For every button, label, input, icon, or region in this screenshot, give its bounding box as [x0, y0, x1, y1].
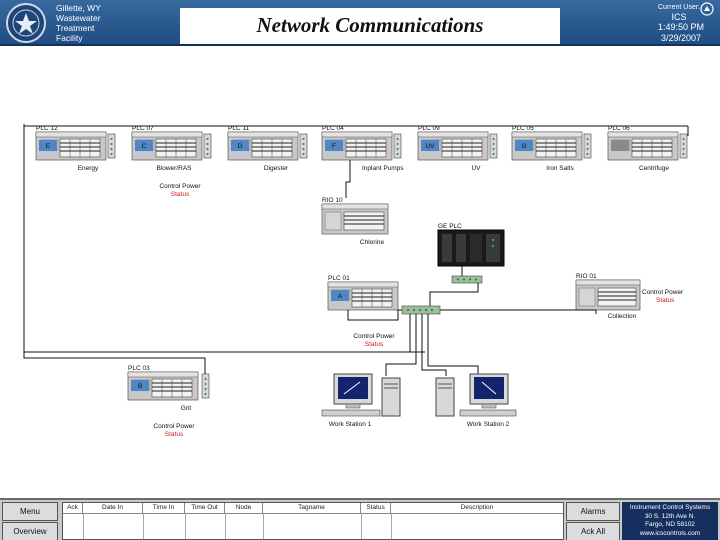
- workstation-label: Work Station 2: [467, 421, 510, 428]
- plc-letter-tag: UV: [425, 143, 435, 150]
- plc-caption: Centrifuge: [639, 165, 669, 172]
- plc-04[interactable]: F PLC 04 Inplant Pumps: [321, 125, 404, 172]
- plc-letter-tag: A: [338, 293, 343, 300]
- control-power-label: Control Power: [353, 333, 395, 340]
- plc-name-label: PLC 01: [328, 275, 350, 282]
- ge-plc-label: GE PLC: [438, 223, 462, 230]
- plc-letter-tag: G: [521, 143, 526, 150]
- current-user-name: ICS: [671, 12, 687, 22]
- header-bar: Gillette, WY Wastewater Treatment Facili…: [0, 0, 720, 46]
- plc-11[interactable]: D PLC 11 Digester: [227, 125, 308, 172]
- plc-caption: Energy: [78, 165, 99, 172]
- plc-name-label: PLC 05: [512, 125, 534, 132]
- status-label: Status: [656, 297, 675, 304]
- overview-button[interactable]: Overview: [2, 522, 58, 540]
- column-header[interactable]: Status: [361, 503, 391, 513]
- menu-button[interactable]: Menu: [2, 502, 58, 521]
- company-info: Instrument Control Systems 30 S. 12th Av…: [622, 502, 718, 540]
- company-line: Instrument Control Systems: [629, 504, 711, 511]
- current-user-label: Current User:: [657, 4, 700, 11]
- plc-09[interactable]: UV PLC 09 UV: [417, 125, 498, 172]
- plc-06[interactable]: PLC 06 Centrifuge: [607, 125, 688, 172]
- plc-caption: UV: [471, 165, 481, 172]
- column-header[interactable]: Tagname: [263, 503, 361, 513]
- plc-letter-tag: F: [332, 143, 336, 150]
- status-label: Status: [365, 341, 384, 348]
- alarm-rows[interactable]: [63, 513, 563, 539]
- rio-10[interactable]: RIO 10 Chlorine: [321, 197, 389, 246]
- company-line: www.icscontrols.com: [639, 529, 701, 537]
- plc-caption: Blower/RAS: [156, 165, 192, 172]
- rio01-link: [440, 309, 597, 314]
- clock-time: 1:49:50 PM: [657, 22, 705, 32]
- footer-bar: Menu Overview Ack Date In Time In Time O…: [0, 498, 720, 540]
- plc-name-label: PLC 07: [132, 125, 154, 132]
- column-header[interactable]: Ack: [63, 503, 83, 513]
- workstation-2[interactable]: Work Station 2: [435, 373, 517, 428]
- plc-letter-tag: C: [142, 143, 147, 150]
- alarms-button[interactable]: Alarms: [566, 502, 620, 521]
- facility-line: Treatment: [56, 23, 95, 33]
- rio-caption: Chlorine: [360, 239, 385, 246]
- facility-line: Facility: [56, 33, 83, 43]
- ack-all-button[interactable]: Ack All: [566, 522, 620, 540]
- plc-caption: Digester: [264, 165, 289, 172]
- plc-name-label: PLC 04: [322, 125, 344, 132]
- network-diagram: E PLC 12 Energy C PLC 07 Blower/RAS D PL…: [23, 124, 689, 438]
- plc-05[interactable]: G PLC 05 Iron Salts: [511, 125, 592, 172]
- plc-name-label: PLC 03: [128, 365, 150, 372]
- plc-01[interactable]: A PLC 01 Control Power Status: [327, 275, 399, 348]
- plc-name-label: PLC 11: [228, 125, 250, 132]
- workstation-1[interactable]: Work Station 1: [321, 373, 401, 428]
- status-label: Status: [171, 191, 190, 198]
- control-power-label: Control Power: [642, 289, 684, 296]
- facility-name: Gillette, WY Wastewater Treatment Facili…: [56, 3, 146, 43]
- rio-caption: Collection: [608, 313, 637, 320]
- company-logo-icon: [700, 2, 714, 16]
- plc-letter-tag: E: [46, 143, 51, 150]
- ge-plc[interactable]: GE PLC: [437, 223, 505, 267]
- column-header[interactable]: Time Out: [185, 503, 225, 513]
- plc-letter-tag: D: [238, 143, 243, 150]
- plc-03[interactable]: B PLC 03 Grit Control Power Status: [127, 365, 210, 438]
- plc-caption: Inplant Pumps: [362, 165, 404, 172]
- company-line: Fargo, ND 58102: [645, 521, 695, 528]
- rio-name-label: RIO 01: [576, 273, 597, 280]
- ethernet-switch: [401, 305, 441, 315]
- switch-drops: [23, 314, 479, 382]
- clock-date: 3/29/2007: [660, 33, 702, 43]
- plc-name-label: PLC 06: [608, 125, 630, 132]
- page-title: Network Communications: [180, 8, 560, 44]
- plc-07[interactable]: C PLC 07 Blower/RAS: [131, 125, 212, 172]
- facility-line: Gillette, WY: [56, 3, 101, 13]
- workstation-label: Work Station 1: [329, 421, 372, 428]
- column-header[interactable]: Node: [225, 503, 263, 513]
- network-ring: [23, 124, 689, 353]
- plc-12[interactable]: E PLC 12 Energy: [35, 125, 116, 172]
- status-label: Status: [165, 431, 184, 438]
- plc-name-label: PLC 09: [418, 125, 440, 132]
- column-header[interactable]: Time In: [143, 503, 185, 513]
- rio-01[interactable]: RIO 01 Control Power Status Collection: [575, 273, 684, 320]
- plc-caption: Grit: [181, 405, 192, 412]
- control-power-label: Control Power: [153, 423, 195, 430]
- rio10-link: [345, 160, 351, 198]
- rio-name-label: RIO 10: [322, 197, 343, 204]
- column-header[interactable]: Description: [460, 504, 494, 511]
- city-seal-icon: [6, 3, 46, 43]
- clock: 1:49:50 PM 3/29/2007: [646, 22, 716, 44]
- plc01-link: [347, 309, 402, 321]
- ge-to-switch-link: [429, 283, 479, 306]
- plc-letter-tag: B: [138, 383, 142, 390]
- column-header[interactable]: Date In: [83, 503, 143, 513]
- facility-line: Wastewater: [56, 13, 101, 23]
- control-power-label: Control Power: [159, 183, 201, 190]
- current-user: Current User: ICS: [642, 3, 716, 22]
- company-line: 30 S. 12th Ave N.: [644, 512, 696, 520]
- plc-name-label: PLC 12: [36, 125, 58, 132]
- alarm-table[interactable]: Ack Date In Time In Time Out Node Tagnam…: [62, 502, 564, 540]
- ge-switch: [451, 275, 483, 284]
- plc-caption: Iron Salts: [546, 165, 574, 172]
